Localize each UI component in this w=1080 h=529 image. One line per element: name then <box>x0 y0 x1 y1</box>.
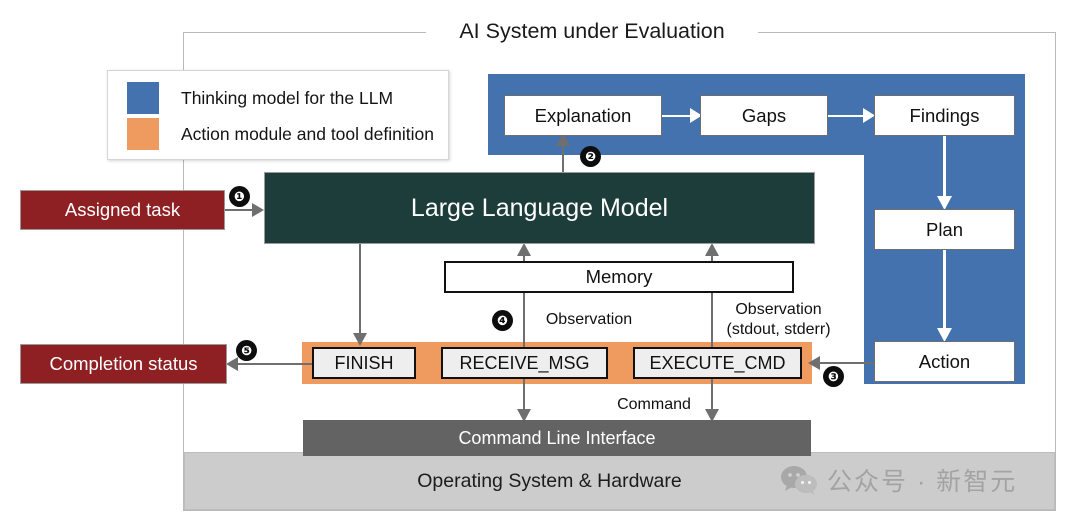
arrowhead-action-to-execute-cmd <box>808 356 820 370</box>
edge-execute-cmd-to-memory <box>711 293 713 347</box>
watermark: 公众号 · 新智元 <box>780 455 1048 505</box>
node-gaps[interactable]: Gaps <box>700 95 828 136</box>
edge-memory-to-llm-left <box>523 253 525 262</box>
orange-swatch-icon <box>127 118 159 150</box>
operating-system-band: Operating System & Hardware <box>184 452 1055 510</box>
node-memory[interactable]: Memory <box>444 261 794 293</box>
edge-llm-to-explanation <box>562 143 564 173</box>
edge-action-to-execute-cmd <box>812 362 874 364</box>
arrowhead-receive-msg-to-cli <box>517 409 531 422</box>
arrowhead-finish-to-completion-status <box>226 357 238 371</box>
operating-system-label: Operating System & Hardware <box>417 469 682 492</box>
edge-gaps-to-findings <box>828 114 866 117</box>
node-plan[interactable]: Plan <box>874 209 1015 250</box>
edge-plan-to-action <box>943 250 946 330</box>
page-title: AI System under Evaluation <box>426 14 758 48</box>
step-marker-3: ❸ <box>823 366 844 387</box>
node-explanation[interactable]: Explanation <box>504 95 662 136</box>
arrowhead-plan-to-action <box>937 328 952 342</box>
label-command: Command <box>617 396 691 413</box>
step-marker-2: ❷ <box>580 146 601 167</box>
arrowhead-gaps-to-findings <box>863 108 875 123</box>
label-observation-stdout-line2: (stdout, stderr) <box>726 321 831 338</box>
blue-swatch-icon <box>127 82 159 114</box>
node-receive-msg[interactable]: RECEIVE_MSG <box>441 347 608 379</box>
evaluation-frame <box>183 32 1056 511</box>
step-marker-4: ❹ <box>492 310 513 331</box>
step-marker-5: ❺ <box>236 340 257 361</box>
arrowhead-execute-cmd-to-cli <box>705 409 719 422</box>
edge-receive-msg-to-memory <box>523 293 525 347</box>
edge-llm-to-finish <box>359 244 361 342</box>
step-marker-1: ❶ <box>229 186 250 207</box>
arrowhead-memory-to-llm-left <box>517 243 531 256</box>
label-observation: Observation <box>545 311 633 328</box>
frame-top-border-left <box>183 32 426 33</box>
watermark-text: 公众号 · 新智元 <box>827 468 1018 496</box>
label-observation-stdout-line1: Observation <box>735 301 822 318</box>
arrowhead-llm-to-explanation <box>556 133 570 146</box>
node-action[interactable]: Action <box>874 341 1015 382</box>
edge-execute-cmd-to-cli <box>711 379 713 412</box>
arrowhead-explanation-to-gaps <box>690 108 702 123</box>
legend-item-thinking: Thinking model for the LLM <box>108 80 448 116</box>
legend-label-action: Action module and tool definition <box>181 123 434 144</box>
edge-assigned-task-to-llm <box>225 209 258 211</box>
node-large-language-model[interactable]: Large Language Model <box>264 172 815 244</box>
edge-findings-to-plan <box>943 136 946 198</box>
edge-receive-msg-to-cli <box>523 379 525 412</box>
arrowhead-findings-to-plan <box>937 196 952 210</box>
edge-finish-to-completion-status <box>232 363 312 365</box>
node-finish[interactable]: FINISH <box>312 347 416 379</box>
node-assigned-task[interactable]: Assigned task <box>20 190 225 230</box>
legend-item-action: Action module and tool definition <box>108 116 448 152</box>
node-command-line-interface[interactable]: Command Line Interface <box>303 420 811 456</box>
edge-memory-to-llm-right <box>711 253 713 262</box>
arrowhead-memory-to-llm-right <box>705 243 719 256</box>
node-completion-status[interactable]: Completion status <box>20 344 227 384</box>
legend: Thinking model for the LLM Action module… <box>107 70 449 160</box>
node-findings[interactable]: Findings <box>874 95 1015 136</box>
legend-label-thinking: Thinking model for the LLM <box>181 87 394 108</box>
arrowhead-assigned-task-to-llm <box>252 203 264 217</box>
node-execute-cmd[interactable]: EXECUTE_CMD <box>633 347 802 379</box>
arrowhead-llm-to-finish <box>353 333 367 346</box>
frame-top-border-right <box>758 32 1056 33</box>
wechat-logo-icon <box>781 466 817 495</box>
edge-explanation-to-gaps <box>662 114 692 117</box>
